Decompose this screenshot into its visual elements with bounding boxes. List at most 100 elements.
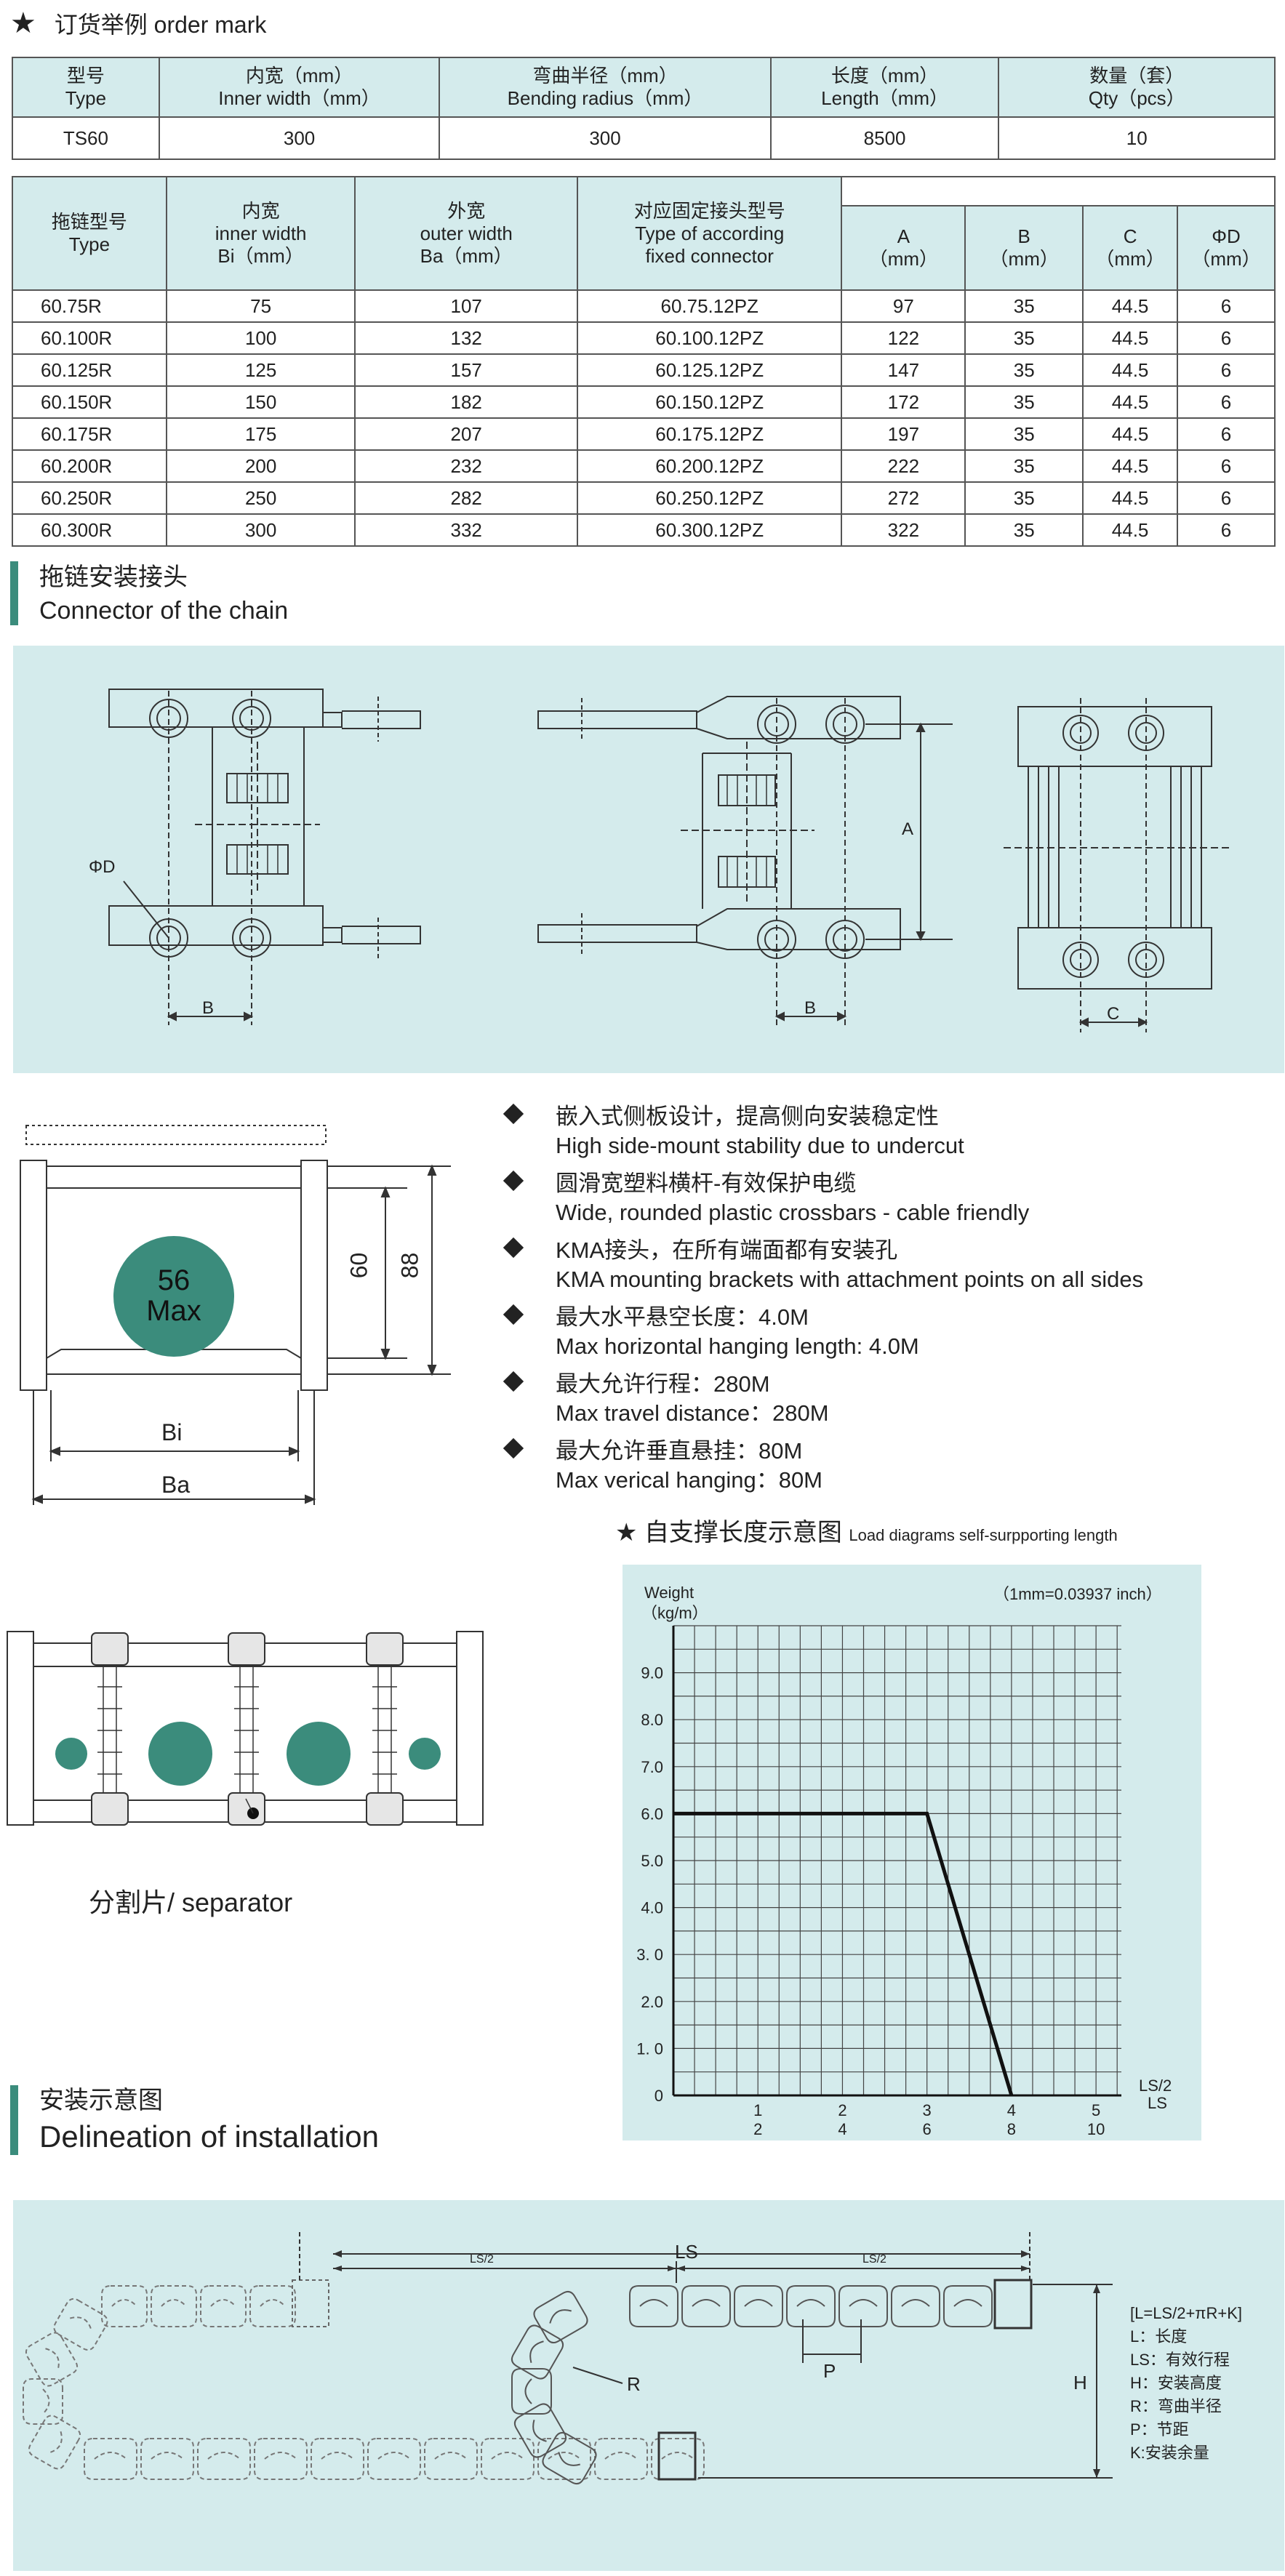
table-cell: 150 (165, 385, 356, 419)
table-cell: 60.250R (12, 481, 167, 515)
chain-link (200, 2285, 247, 2327)
table-cell: 222 (841, 449, 966, 483)
table-cell: 35 (964, 481, 1084, 515)
circle-line-1: 56 (157, 1264, 191, 1296)
order-title: ★ 订货举例 order mark (10, 7, 266, 41)
table-cell: 60.150.12PZ (576, 385, 843, 419)
y-tick-label: 9.0 (641, 1664, 663, 1682)
load-chart: Weight （kg/m） （1mm=0.03937 inch） LS/2 LS… (636, 1584, 1172, 2138)
legend-line: [L=LS/2+πR+K] (1130, 2304, 1242, 2322)
chain-link (84, 2438, 137, 2480)
chain-link (533, 2290, 588, 2344)
table-cell: 6 (1177, 289, 1276, 323)
feature-text-en: Max verical hanging：80M (556, 1467, 823, 1493)
table-cell: 44.5 (1082, 417, 1179, 451)
chain-link (28, 2415, 81, 2470)
table-cell: 232 (354, 449, 578, 483)
y-tick-label: 2.0 (641, 1993, 663, 2011)
star-icon: ★ (615, 1519, 638, 1546)
chain-link (197, 2438, 251, 2480)
table-cell: 6 (1177, 321, 1276, 355)
table-cell: 44.5 (1082, 321, 1179, 355)
legend-line: LS：有效行程 (1130, 2351, 1230, 2369)
dim-bi-label: Bi (161, 1419, 183, 1445)
chart-ylabel-2: （kg/m） (641, 1604, 708, 1622)
x-tick-label: 2 (753, 2120, 762, 2138)
diamond-bullet-icon (503, 1237, 524, 1259)
chart-panel (623, 1565, 1201, 2140)
connector-title-en: Connector of the chain (39, 597, 289, 625)
chain-link (424, 2438, 478, 2480)
chain-link (594, 2438, 648, 2480)
feature-text-cn: 最大允许垂直悬挂：80M (556, 1438, 803, 1464)
separator-drawing (7, 1631, 484, 1826)
chain-link (367, 2438, 421, 2480)
table-cell: 35 (964, 321, 1084, 355)
table-cell: 300 (158, 116, 441, 160)
table-cell: 6 (1177, 481, 1276, 515)
label-c: C (1107, 1004, 1119, 1024)
y-tick-label: 8.0 (641, 1711, 663, 1729)
chart-title: ★ 自支撑长度示意图 Load diagrams self-surpportin… (615, 1517, 1118, 1552)
label-d: ΦD (89, 857, 115, 877)
label-b-middle: B (804, 998, 816, 1018)
table-cell: 60.300.12PZ (576, 513, 843, 547)
connector-title-cn: 拖链安装接头 (39, 563, 188, 591)
table-cell: 60.175.12PZ (576, 417, 843, 451)
chain-link (254, 2438, 308, 2480)
table-cell: 35 (964, 417, 1084, 451)
table-cell: 60.250.12PZ (576, 481, 843, 515)
table-cell: 250 (165, 481, 356, 515)
x-tick-label: 8 (1007, 2120, 1016, 2138)
table-cell: 172 (841, 385, 966, 419)
x-tick-label: 6 (923, 2120, 932, 2138)
table-cell: 97 (841, 289, 966, 323)
label-ls2-right: LS/2 (862, 2253, 886, 2266)
dim-60-label: 60 (345, 1252, 372, 1279)
table-cell: 35 (964, 449, 1084, 483)
connector-side-view (537, 696, 953, 1025)
feature-text-en: Wide, rounded plastic crossbars - cable … (556, 1200, 1030, 1225)
label-p: P (823, 2360, 836, 2382)
table-cell: 157 (354, 353, 578, 387)
spec-header-a: A（mm） (841, 205, 966, 291)
x-tick-label: 2 (838, 2101, 846, 2119)
feature-text-cn: 最大水平悬空长度：4.0M (556, 1304, 809, 1330)
label-r: R (627, 2373, 641, 2395)
table-cell: 60.75.12PZ (576, 289, 843, 323)
connector-end-view (1004, 698, 1229, 1032)
chain-link (786, 2285, 836, 2327)
diamond-bullet-icon (503, 1371, 524, 1392)
order-header-length: 长度（mm）Length（mm） (769, 57, 1000, 118)
legend-line: R：弯曲半径 (1130, 2397, 1222, 2415)
chain-link (943, 2285, 993, 2327)
chart-xlabel-1: LS/2 (1139, 2077, 1172, 2095)
feature-text-cn: KMA接头，在所有端面都有安装孔 (556, 1237, 898, 1263)
order-header-qty: 数量（套）Qty（pcs） (998, 57, 1276, 118)
feature-text-en: KMA mounting brackets with attachment po… (556, 1267, 1144, 1292)
x-tick-label: 4 (1007, 2101, 1016, 2119)
cable-circle: 56 Max (113, 1236, 234, 1357)
table-cell: 60.125.12PZ (576, 353, 843, 387)
cross-section-drawing (20, 1125, 451, 1505)
table-cell: 6 (1177, 353, 1276, 387)
chain-link (891, 2285, 940, 2327)
chain-link (651, 2438, 705, 2480)
star-icon: ★ (10, 7, 36, 39)
chain-link (481, 2438, 535, 2480)
x-tick-label: 3 (923, 2101, 932, 2119)
order-row: TS60 300 300 8500 10 (12, 116, 1276, 160)
dim-88-label: 88 (396, 1252, 423, 1279)
chain-link (311, 2438, 364, 2480)
table-cell: 8500 (769, 116, 1000, 160)
table-cell: 100 (165, 321, 356, 355)
table-cell: 322 (841, 513, 966, 547)
